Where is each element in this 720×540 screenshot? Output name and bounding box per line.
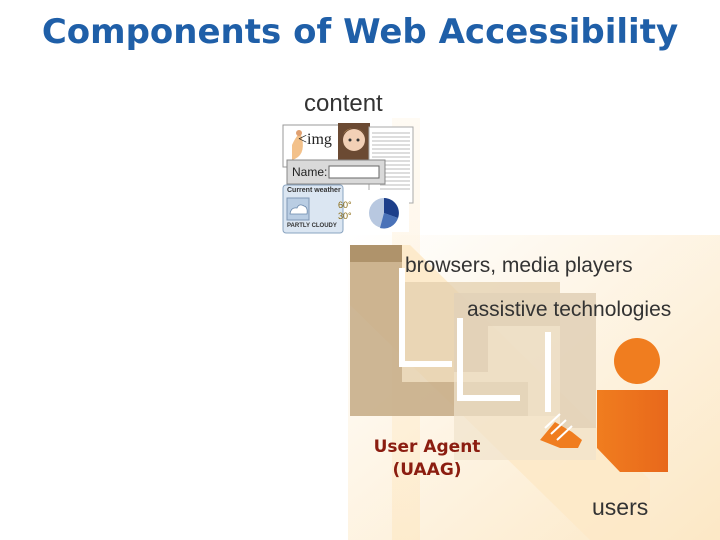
- weather-condition: PARTLY CLOUDY: [287, 223, 337, 229]
- users-label: users: [592, 494, 649, 520]
- slide-title: Components of Web Accessibility: [41, 12, 679, 52]
- name-form: [286, 159, 386, 185]
- weather-title: Current weather: [287, 187, 341, 194]
- uaag-line-1: User Agent: [373, 437, 481, 457]
- pie-chart-thumbnail: [359, 190, 409, 232]
- user-figure: [540, 338, 668, 472]
- img-tag-text: <img: [298, 131, 332, 148]
- content-label: content: [304, 90, 383, 117]
- browsers-label: browsers, media players: [405, 254, 633, 277]
- uaag-line-2: (UAAG): [392, 460, 462, 480]
- frame-highlights: [399, 268, 551, 412]
- assistive-tech-frame: [454, 293, 596, 460]
- assistive-technologies-label: assistive technologies: [467, 298, 672, 321]
- temperature-low: 30°: [338, 211, 352, 221]
- uaag-label: User Agent (UAAG): [362, 436, 492, 482]
- name-field-label: Name:: [292, 165, 328, 179]
- temperature-high: 60°: [338, 200, 352, 210]
- weather-widget: [282, 184, 344, 234]
